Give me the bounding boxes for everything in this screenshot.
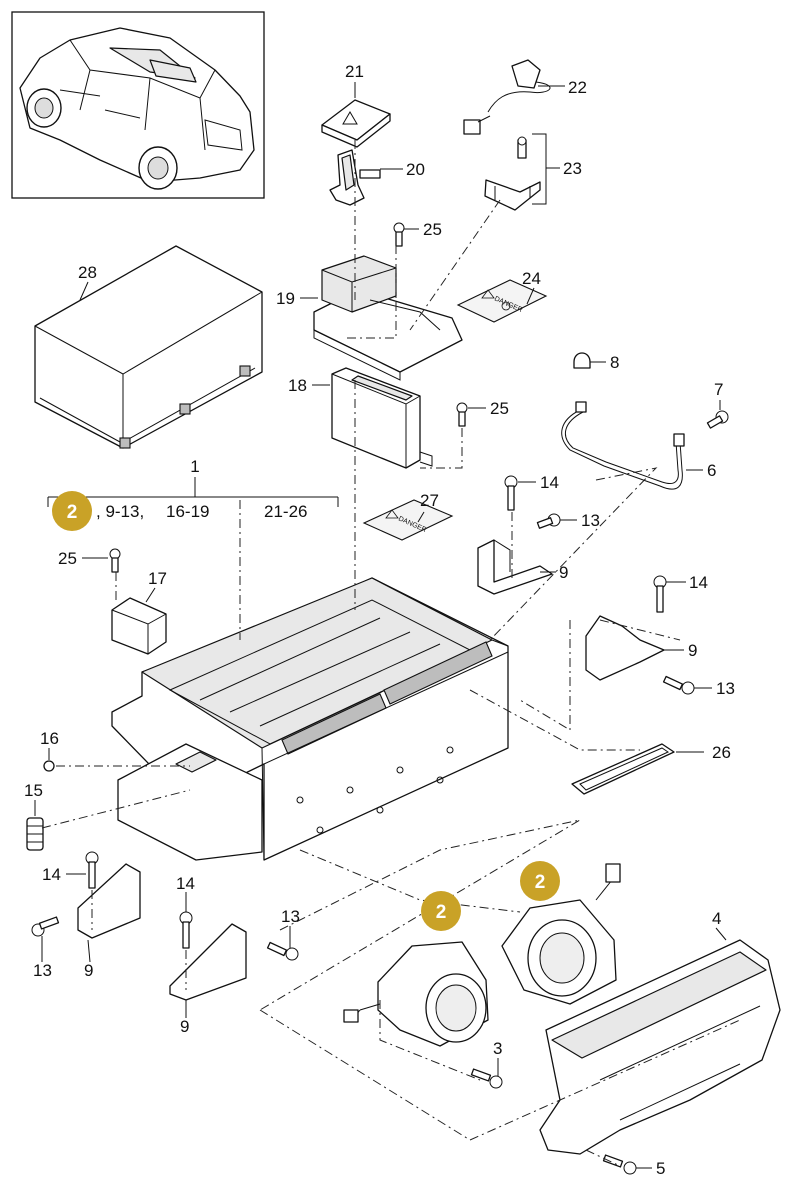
label-23[interactable]: 23 [563, 159, 582, 178]
part-15-sensor[interactable] [26, 817, 44, 851]
group-number: 1 [190, 457, 199, 476]
part-14-bolt-b[interactable] [653, 575, 667, 613]
label-25b[interactable]: 25 [490, 399, 509, 418]
label-21[interactable]: 21 [345, 62, 364, 81]
label-9a[interactable]: 9 [559, 563, 568, 582]
label-8[interactable]: 8 [610, 353, 619, 372]
label-28[interactable]: 28 [78, 263, 97, 282]
label-27[interactable]: 27 [420, 491, 439, 510]
label-26[interactable]: 26 [712, 743, 731, 762]
group-range-1: , 9-13, [96, 502, 144, 521]
fan-a[interactable] [343, 941, 489, 1047]
part-27-warning-label[interactable]: DANGER [362, 499, 454, 541]
suv-illustration [19, 27, 255, 190]
badge-group: 2 [52, 491, 92, 531]
part-13-bolt-c[interactable] [31, 916, 60, 937]
label-13c[interactable]: 13 [33, 961, 52, 980]
label-25a[interactable]: 25 [423, 220, 442, 239]
badge-fan-b: 2 [520, 861, 560, 901]
label-18[interactable]: 18 [288, 376, 307, 395]
part-25-screw-top[interactable] [393, 222, 405, 247]
group-bracket [47, 477, 339, 507]
label-14d[interactable]: 14 [176, 874, 195, 893]
part-16-o-ring[interactable] [43, 760, 55, 772]
part-25-screw-left[interactable] [109, 548, 121, 573]
part-17-relay[interactable] [111, 597, 167, 655]
main-battery-housing[interactable] [111, 577, 509, 861]
label-6[interactable]: 6 [707, 461, 716, 480]
part-7-bolt[interactable] [706, 410, 729, 429]
part-14-bolt-d[interactable] [179, 911, 193, 949]
part-labels: 21 22 20 23 25 28 19 24 8 18 25 7 6 14 1… [24, 62, 735, 1178]
label-9b[interactable]: 9 [688, 641, 697, 660]
part-13-bolt-d[interactable] [266, 941, 299, 961]
part-6-ground-cable[interactable] [561, 401, 685, 490]
badge-label: 2 [67, 502, 78, 523]
part-26-seal[interactable] [571, 743, 675, 795]
label-9c[interactable]: 9 [84, 961, 93, 980]
badge-circle [520, 861, 560, 901]
group-range-3: 21-26 [264, 502, 307, 521]
assembly-lines [41, 140, 741, 1167]
label-7[interactable]: 7 [714, 380, 723, 399]
part-18-control-unit[interactable] [331, 367, 433, 469]
badge-fan-a: 2 [421, 891, 461, 931]
label-20[interactable]: 20 [406, 160, 425, 179]
badge-circle [421, 891, 461, 931]
group-range-2: 16-19 [166, 502, 209, 521]
part-14-bolt-a[interactable] [504, 475, 518, 511]
part-23-bracket-set[interactable] [484, 136, 541, 211]
label-22[interactable]: 22 [568, 78, 587, 97]
label-13a[interactable]: 13 [581, 511, 600, 530]
leader-lines [34, 82, 727, 1169]
part-19-control-unit-tray[interactable] [313, 255, 463, 381]
label-5[interactable]: 5 [656, 1159, 665, 1178]
part-28-cover-box[interactable] [34, 245, 263, 449]
part-21-warning-cap[interactable] [321, 99, 391, 148]
part-9-bracket-a[interactable] [477, 539, 553, 595]
badge-label: 2 [535, 872, 546, 893]
label-24[interactable]: 24 [522, 269, 541, 288]
label-13b[interactable]: 13 [716, 679, 735, 698]
label-3[interactable]: 3 [493, 1039, 502, 1058]
label-4[interactable]: 4 [712, 909, 721, 928]
part-25-screw-mid[interactable] [456, 402, 468, 427]
part-9-bracket-c[interactable] [77, 863, 141, 939]
part-9-bracket-d[interactable] [169, 923, 247, 1001]
label-14c[interactable]: 14 [42, 865, 61, 884]
label-19[interactable]: 19 [276, 289, 295, 308]
label-15[interactable]: 15 [24, 781, 43, 800]
fan-b[interactable] [501, 863, 621, 1005]
label-14b[interactable]: 14 [689, 573, 708, 592]
badge-circle [52, 491, 92, 531]
part-13-bolt-a[interactable] [536, 513, 561, 529]
vehicle-thumbnail [11, 11, 265, 199]
part-5-bolt[interactable] [602, 1154, 637, 1175]
part-13-bolt-b[interactable] [662, 675, 695, 695]
badge-label: 2 [436, 902, 447, 923]
label-17[interactable]: 17 [148, 569, 167, 588]
part-8-cap[interactable] [573, 352, 591, 369]
label-16[interactable]: 16 [40, 729, 59, 748]
part-24-warning-label[interactable]: DANGER [456, 279, 548, 323]
label-13d[interactable]: 13 [281, 907, 300, 926]
label-14a[interactable]: 14 [540, 473, 559, 492]
label-9d[interactable]: 9 [180, 1017, 189, 1036]
part-9-bracket-b[interactable] [585, 615, 665, 681]
label-25c[interactable]: 25 [58, 549, 77, 568]
part-20-bracket[interactable] [329, 149, 381, 206]
part-14-bolt-c[interactable] [85, 851, 99, 889]
part-22-connector-cable[interactable] [463, 59, 551, 135]
part-3-bolt[interactable] [470, 1068, 503, 1089]
